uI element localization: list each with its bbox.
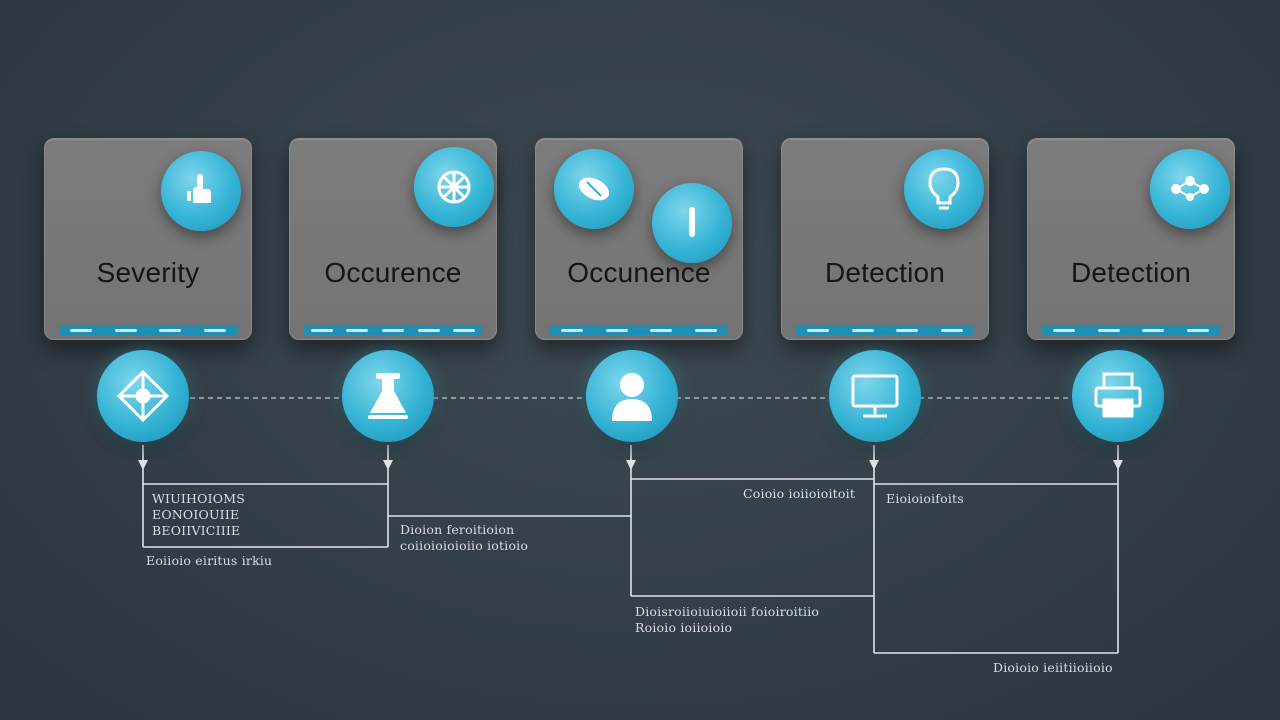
card-title: Detection <box>1070 257 1192 288</box>
card-detection-2[interactable]: Detection <box>1027 138 1235 340</box>
note-7: Dioioio ieiitiioiioio <box>993 660 1113 675</box>
note-5: Eioioioifoits <box>886 491 964 506</box>
note-6: Dioisroiioiuioiioii foioiroitiio Roioio … <box>635 604 820 635</box>
card-footer-bar <box>1042 325 1220 335</box>
printer-icon[interactable] <box>1072 350 1164 442</box>
card-footer-bar <box>550 325 728 335</box>
note-1: WIUIHOIOMS EONOIOUIIE BEOIIVICIIIE <box>152 491 245 538</box>
pill-icon <box>554 149 634 229</box>
card-title: Occunence <box>567 257 711 288</box>
note-2: Eoiioio eiritus irkiu <box>146 553 273 568</box>
monitor-icon[interactable] <box>829 350 921 442</box>
card-title: Occurence <box>324 257 462 288</box>
bulb-icon <box>904 149 984 229</box>
card-occurence[interactable]: Occurence <box>289 138 497 340</box>
card-severity[interactable]: Severity <box>44 138 252 340</box>
card-occunence[interactable]: Occunence <box>535 138 743 340</box>
pen-icon <box>652 183 732 263</box>
card-title: Detection <box>824 257 946 288</box>
molecule-icon <box>1150 149 1230 229</box>
person-icon[interactable] <box>586 350 678 442</box>
card-footer-bar <box>304 325 482 335</box>
network-icon <box>414 147 494 227</box>
hand-icon <box>161 151 241 231</box>
card-footer-bar <box>796 325 974 335</box>
card-title: Severity <box>96 257 200 288</box>
lab-flask-icon[interactable] <box>342 350 434 442</box>
network-diamond-icon[interactable] <box>97 350 189 442</box>
note-4: Coioio ioiioioitoit <box>743 486 856 501</box>
card-detection-1[interactable]: Detection <box>781 138 989 340</box>
note-3: Dioion feroitioion coiioioioioiio iotioi… <box>400 522 529 553</box>
card-footer-bar <box>59 325 237 335</box>
